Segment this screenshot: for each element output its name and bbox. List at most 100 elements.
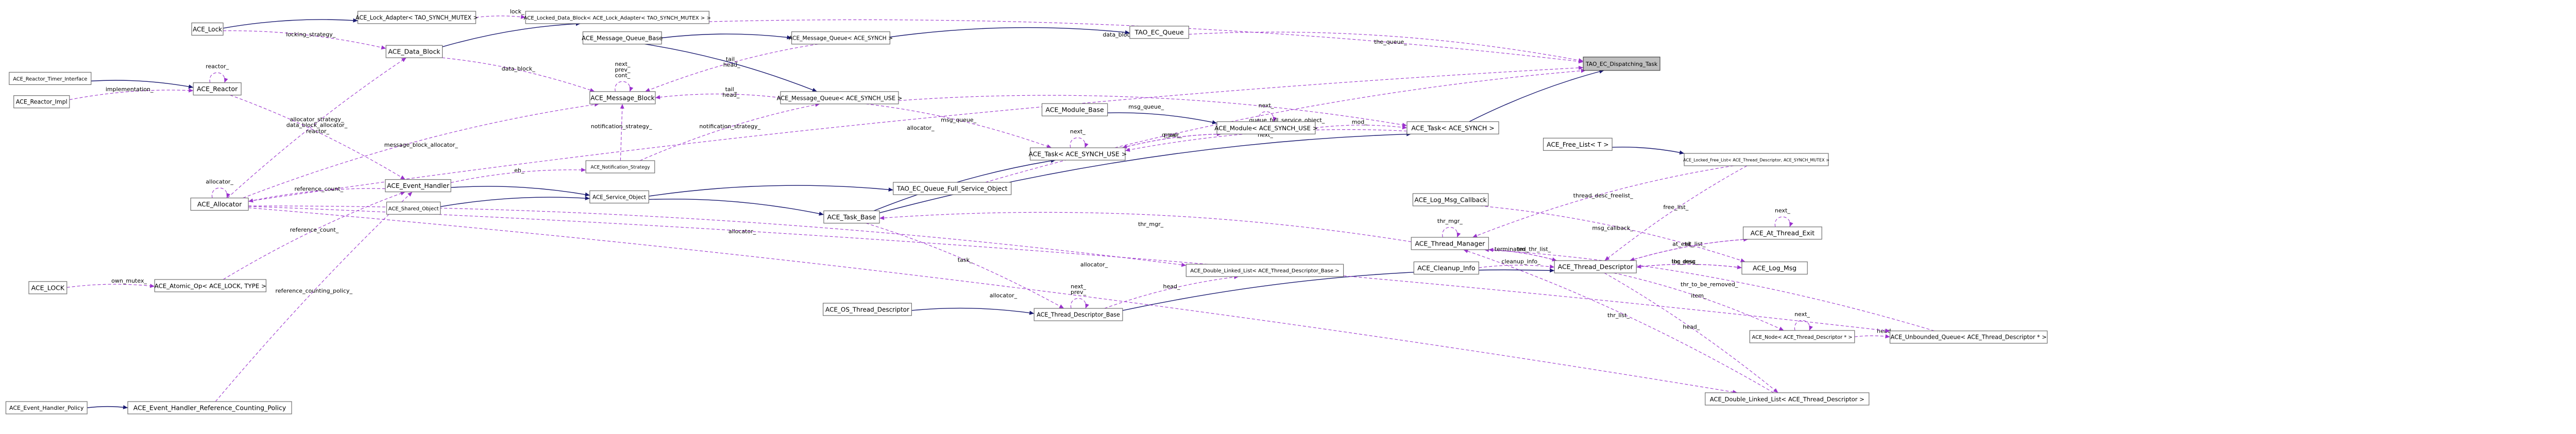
class-box [1554,260,1637,273]
class-node-lockadapter[interactable]: ACE_Lock_Adapter< TAO_SYNCH_MUTEX > [355,11,478,24]
edge-label: terminated_thr_list_ [1495,246,1551,253]
class-node-fullsvc[interactable]: TAO_EC_Queue_Full_Service_Object [893,182,1012,195]
class-node-atomic[interactable]: ACE_Atomic_Op< ACE_LOCK, TYPE > [154,279,267,292]
edge-label: next_ [1070,128,1086,135]
edge-label: thr_to_be_removed_ [1681,281,1738,288]
class-node-allocator[interactable]: ACE_Allocator [190,197,249,211]
class-node-ehrcp[interactable]: ACE_Event_Handler_Reference_Counting_Pol… [127,401,292,414]
edge-label: lock_ [510,8,524,15]
class-label: ACE_Locked_Free_List< ACE_Thread_Descrip… [1683,158,1829,162]
edge-line [1604,272,1778,393]
class-node-svcobj[interactable]: ACE_Service_Object [589,190,649,204]
edge-line [1630,239,1749,261]
edge-label: reactor_ [206,63,229,70]
edge-line [1614,272,1784,331]
edge-line [709,19,1584,62]
class-label: ACE_Task_Base [827,213,876,221]
arrowhead [1581,68,1586,73]
arrowhead [400,175,405,180]
class-node-mqbase[interactable]: ACE_Message_Queue_Base [582,31,663,45]
class-box [193,82,242,96]
class-node-osthr[interactable]: ACE_OS_Thread_Descriptor [823,303,912,316]
class-node-tasksynchuse[interactable]: ACE_Task< ACE_SYNCH_USE > [1028,147,1127,161]
class-box [1543,137,1613,151]
class-node-msgblock[interactable]: ACE_Message_Block [589,91,656,105]
class-node-thrmgr[interactable]: ACE_Thread_Manager [1411,237,1489,250]
class-node-rti[interactable]: ACE_Reactor_Timer_Interface [9,72,92,85]
class-node-datablock[interactable]: ACE_Data_Block [385,45,443,58]
edge-label: thread_desc_freelist_ [1573,192,1633,199]
edge-line [1630,239,1749,261]
edge-line [866,222,1064,309]
inheritance-edge-svcobj-taskbase [649,198,824,216]
usage-edge-notif-msgblock: notification_strategy_ [591,103,652,161]
edge-line [223,30,386,49]
class-node-freelist[interactable]: ACE_Free_List< T > [1543,137,1613,151]
class-label: ACE_Lock_Adapter< TAO_SYNCH_MUTEX > [355,14,478,21]
usage-edge-thrdescbase-dllbase: head_ [1104,275,1239,309]
usage-edge-thrdesc-nodetd: item_ [1614,272,1784,331]
class-node-unbq[interactable]: ACE_Unbounded_Queue< ACE_Thread_Descript… [1889,331,2048,344]
usage-edge-unbq-thrmgr: thr_to_be_removed_ [1484,248,1935,332]
class-node-tecq[interactable]: TAO_EC_Queue [1129,26,1190,39]
class-node-lockedfree[interactable]: ACE_Locked_Free_List< ACE_Thread_Descrip… [1683,153,1829,166]
usage-edge-thrdesc-dlltd: head_ [1604,272,1778,393]
class-node-dllbase[interactable]: ACE_Double_Linked_List< ACE_Thread_Descr… [1185,264,1344,277]
edge-line [248,206,1890,332]
class-node-taskbase[interactable]: ACE_Task_Base [823,210,880,224]
class-node-thrdesc[interactable]: ACE_Thread_Descriptor [1554,260,1637,273]
nodes-layer: TAO_EC_Dispatching_Task ACE_Lock ACE_Lock_… [5,11,2048,414]
class-box [791,31,890,45]
class-box [386,201,441,215]
class-box [1033,308,1123,321]
class-node-dlltd[interactable]: ACE_Double_Linked_List< ACE_Thread_Descr… [1705,392,1870,406]
arrowhead [1125,30,1130,34]
class-node-logcb[interactable]: ACE_Log_Msg_Callback [1412,193,1489,206]
class-node-thrext[interactable]: ACE_At_Thread_Exit [1742,227,1822,240]
class-box [1889,331,2048,344]
edge-line [248,67,1584,202]
class-node-ehpol[interactable]: ACE_Event_Handler_Policy [5,401,88,414]
edge-line [1484,249,1935,332]
edge-line [442,23,581,47]
class-node-reactorimpl[interactable]: ACE_Reactor_Impl [13,95,70,109]
edge-label: notification_strategy_ [699,123,760,130]
class-node-shared[interactable]: ACE_Shared_Object [386,201,441,215]
class-node-evhandler[interactable]: ACE_Event_Handler [385,179,451,193]
class-label: ACE_Locked_Data_Block< ACE_Lock_Adapter<… [523,15,711,21]
class-label: ACE_Lock [193,26,222,33]
class-label: ACE_Allocator [197,200,242,208]
usage-edge-logcb-logmsg: msg_callback_ [1480,205,1745,263]
usage-edge-thrdesc-thrext: td_ [1630,237,1749,261]
class-node-mqsynch[interactable]: ACE_Message_Queue< ACE_SYNCH > [789,31,893,45]
usage-edge-logmsg-thrdesc: log_msg_ [1636,258,1742,269]
edge-line [1189,31,1584,62]
class-box [1583,57,1660,71]
class-node-mqsynchuse[interactable]: ACE_Message_Queue< ACE_SYNCH_USE > [777,91,903,105]
class-box [9,72,92,85]
class-node-thrdescbase[interactable]: ACE_Thread_Descriptor_Base [1033,308,1123,321]
class-node-lockeddb[interactable]: ACE_Locked_Data_Block< ACE_Lock_Adapter<… [523,11,711,24]
inheritance-edge-mqsynch-tecq [890,27,1130,38]
class-box [190,197,249,211]
inheritance-edge-evhandler-svcobj [451,186,590,197]
class-node-logmsg[interactable]: ACE_Log_Msg [1741,261,1808,275]
usage-edge-lockedfree-thrdesc: free_list_ [1604,165,1748,261]
edge-line [248,188,385,202]
class-label: ACE_Message_Queue_Base [582,34,663,42]
class-node-nodetd[interactable]: ACE_Node< ACE_Thread_Descriptor * > [1749,330,1855,343]
usage-edge-thrdescbase-thrdescbase: next_prev_ [1071,283,1089,309]
edge-line [639,103,820,161]
class-node-notif[interactable]: ACE_Notification_Strategy [585,160,655,173]
class-node-cleanup[interactable]: ACE_Cleanup_Info [1413,261,1479,275]
class-label: ACE_Log_Msg [1753,264,1797,272]
class-node-reactor[interactable]: ACE_Reactor [193,82,242,96]
class-node-lock[interactable]: ACE_Lock [191,22,224,36]
edge-label: tail_ [725,86,737,93]
class-node-tasksynch[interactable]: ACE_Task< ACE_SYNCH > [1406,121,1499,134]
edge-label: allocator_ [728,228,756,235]
class-node-focus[interactable]: TAO_EC_Dispatching_Task [1583,57,1660,71]
class-node-acelock[interactable]: ACE_LOCK [28,281,67,294]
class-node-module[interactable]: ACE_Module< ACE_SYNCH_USE > [1214,121,1318,134]
class-node-modbase[interactable]: ACE_Module_Base [1041,103,1108,116]
